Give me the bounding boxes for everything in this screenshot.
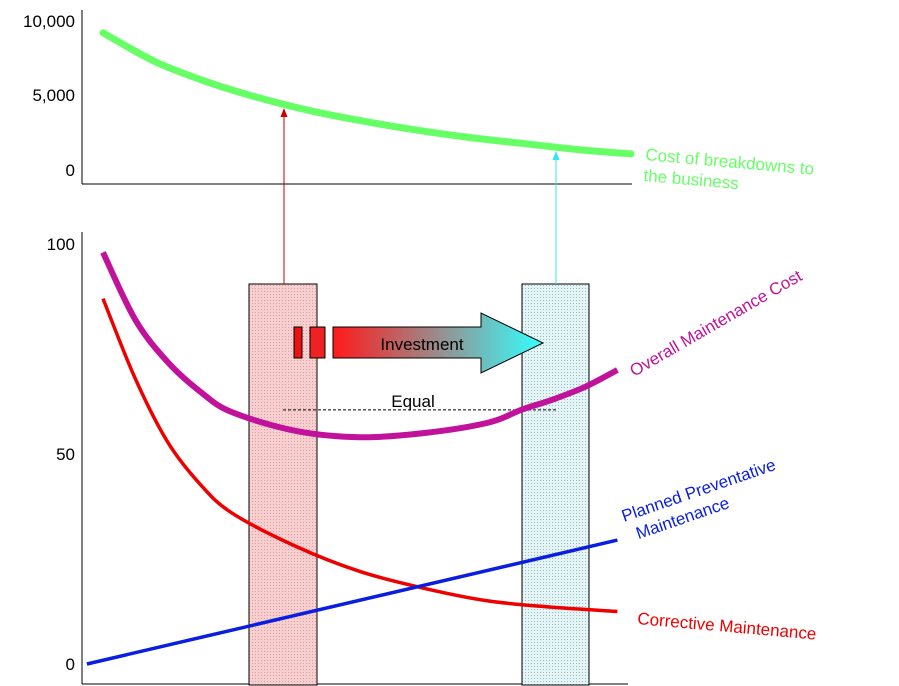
red-link-arrow <box>280 108 288 284</box>
top-panel-axes <box>81 10 632 185</box>
bottom-y-tick-labels: 100 50 0 <box>47 235 75 674</box>
investment-block-1 <box>293 326 303 359</box>
y-tick-label: 10,000 <box>23 12 75 31</box>
series-line-planned-preventative-maintenance <box>86 538 618 666</box>
series-line-cost-of-breakdowns <box>99 29 635 158</box>
invested-state-bar <box>521 283 590 686</box>
investment-block-2 <box>309 326 326 359</box>
investment-label: Investment <box>380 335 463 354</box>
y-tick-label: 0 <box>66 655 75 674</box>
series-label-planned-preventative-maintenance: Planned Preventative Maintenance <box>619 454 789 546</box>
series-label-corrective-maintenance: Corrective Maintenance <box>637 609 818 644</box>
equal-label: Equal <box>391 392 434 411</box>
investment-arrow-body <box>332 312 545 374</box>
series-line-corrective-maintenance <box>101 297 618 614</box>
series-label-overall-maintenance-cost: Overall Maintenance Cost <box>627 266 806 380</box>
y-tick-label: 100 <box>47 235 75 254</box>
series-line-overall-maintenance-cost <box>100 251 619 441</box>
red-arrow-head <box>280 108 288 117</box>
cyan-link-arrow <box>552 151 560 284</box>
y-tick-label: 0 <box>66 161 75 180</box>
y-tick-label: 5,000 <box>32 86 75 105</box>
series-label-cost-of-breakdowns: Cost of breakdowns to the business <box>643 145 820 200</box>
cyan-arrow-head <box>552 151 560 160</box>
y-tick-label: 50 <box>56 445 75 464</box>
top-y-tick-labels: 10,000 5,000 0 <box>23 12 75 180</box>
investment-arrow: Investment <box>293 312 545 374</box>
